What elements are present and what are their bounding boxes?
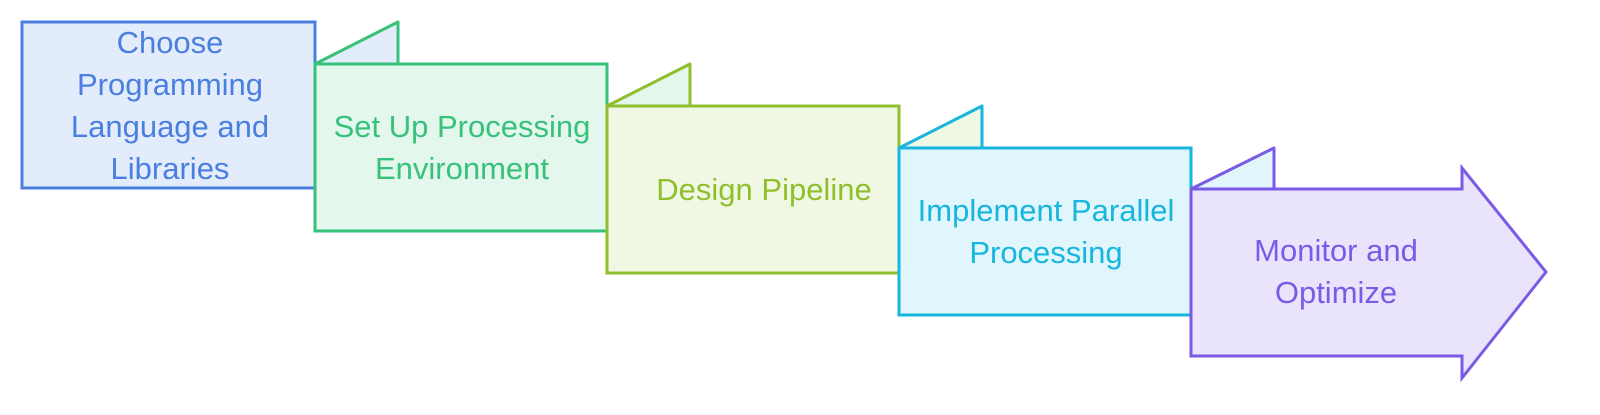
step-5-label: Monitor and Optimize bbox=[1254, 233, 1418, 310]
step-4-fold bbox=[1189, 146, 1276, 191]
step-4-label: Implement Parallel Processing bbox=[917, 193, 1175, 270]
step-3-box bbox=[605, 104, 901, 275]
step-1-label: Choose Programming Language and Librarie… bbox=[70, 25, 270, 186]
step-1-box bbox=[20, 20, 317, 190]
step-5-arrow bbox=[1189, 163, 1548, 383]
step-3-label: Design Pipeline bbox=[656, 172, 872, 207]
step-2-fold bbox=[605, 62, 692, 108]
step-1-fold bbox=[313, 20, 400, 66]
step-2-label: Set Up Processing Environment bbox=[333, 109, 591, 186]
step-4-box bbox=[897, 146, 1193, 317]
